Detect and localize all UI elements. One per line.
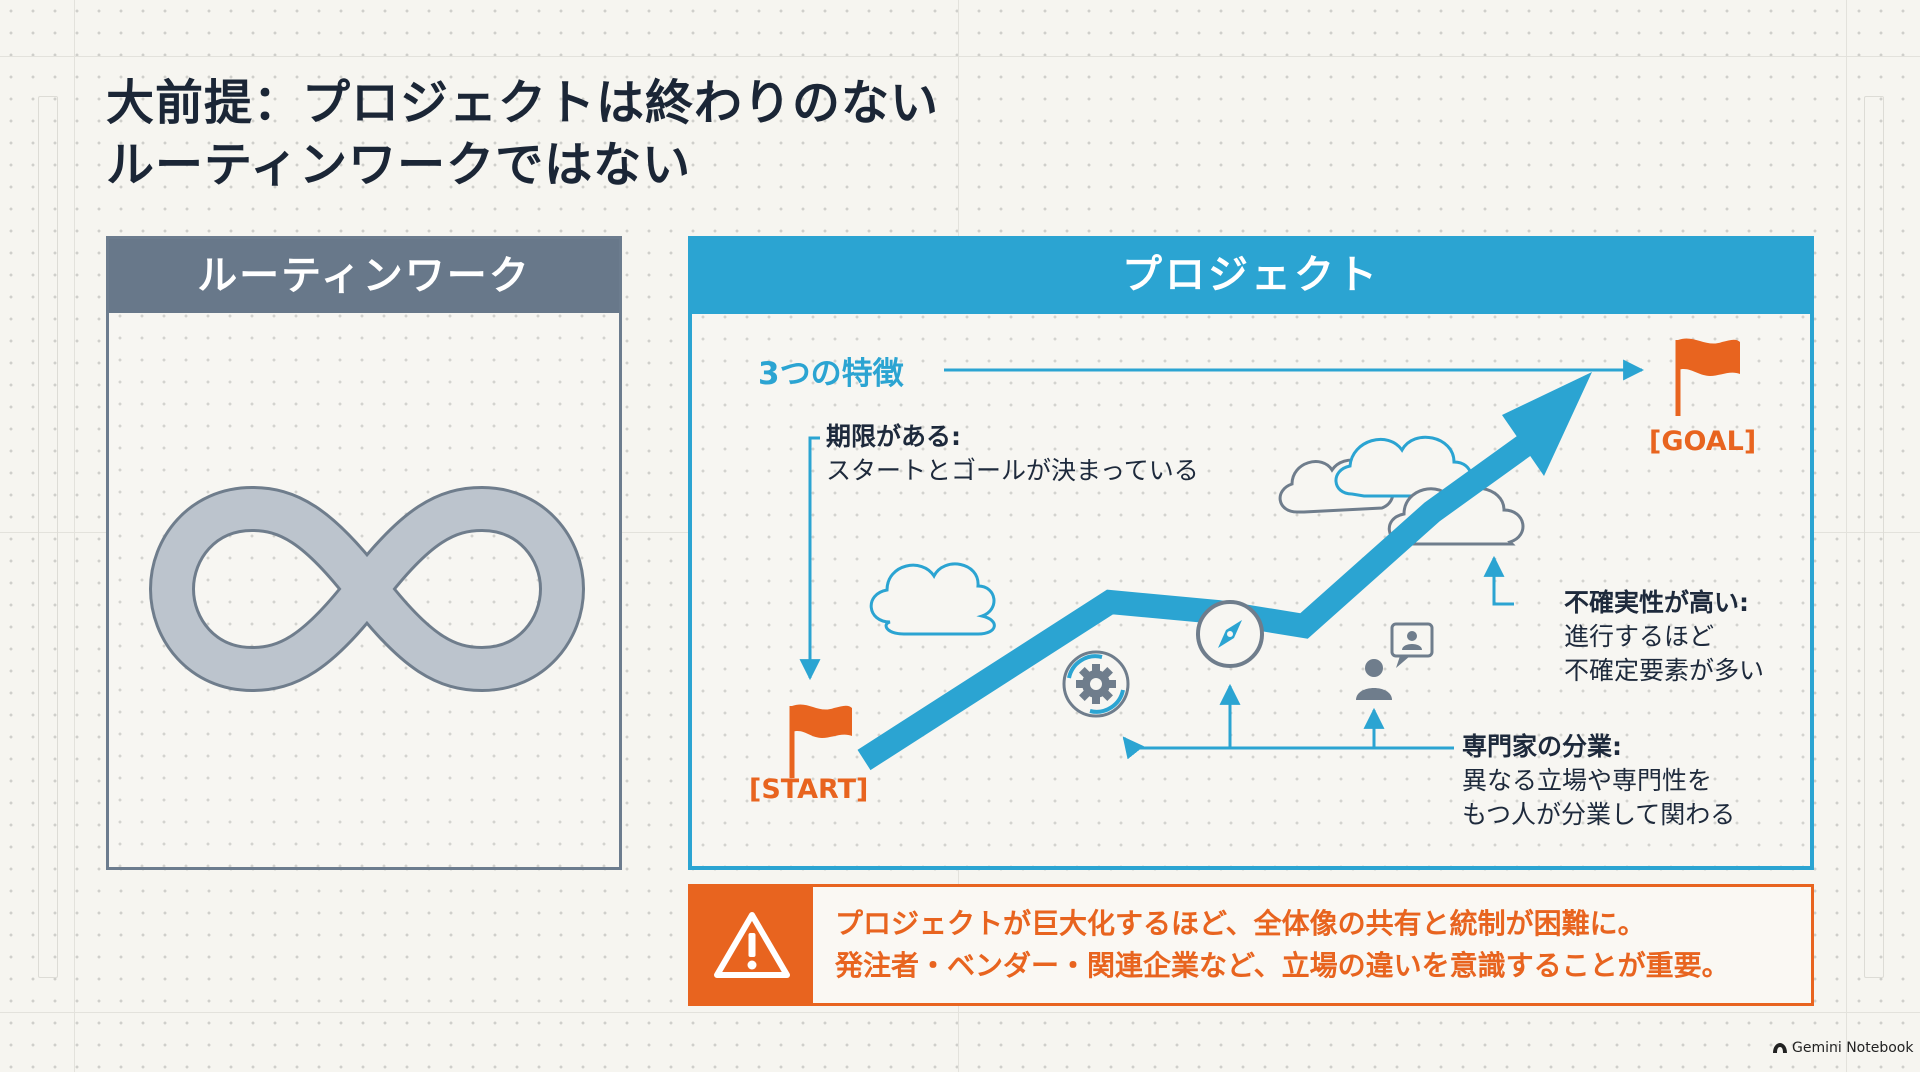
warning-line1: プロジェクトが巨大化するほど、全体像の共有と統制が困難に。	[835, 907, 1646, 940]
page-title-line2: ルーティンワークではない	[106, 137, 692, 193]
specialist-connector	[1122, 736, 1454, 760]
features-label: 3つの特徴	[758, 356, 904, 392]
feature-description: スタートとゴールが決まっている	[826, 456, 1199, 485]
guide-line	[74, 0, 75, 1072]
feature-description: もつ人が分業して関わる	[1462, 800, 1736, 829]
guide-line	[0, 1012, 1920, 1013]
watermark: Gemini Notebook	[1772, 1040, 1913, 1056]
page-title: 大前提：プロジェクトは終わりのない ルーティンワークではない	[106, 72, 939, 196]
side-bracket-right	[1864, 96, 1884, 978]
feature-title: 期限がある:	[826, 422, 961, 451]
deadline-connector	[799, 436, 821, 681]
notebook-logo-icon	[1773, 1043, 1787, 1053]
goal-flag-icon	[1675, 338, 1740, 416]
feature-deadline: 期限がある: スタートとゴールが決まっている	[826, 420, 1199, 488]
page-title-line1: 大前提：プロジェクトは終わりのない	[106, 75, 940, 131]
feature-title: 専門家の分業:	[1462, 732, 1622, 761]
feature-title: 不確実性が高い:	[1564, 588, 1749, 617]
project-diagram	[789, 338, 1740, 778]
routine-header: ルーティンワーク	[109, 239, 619, 313]
feature-description: 進行するほど	[1564, 622, 1715, 651]
feature-specialists: 専門家の分業: 異なる立場や専門性を もつ人が分業して関わる	[1462, 730, 1735, 832]
guide-line	[1846, 0, 1847, 1072]
start-label: [START]	[749, 774, 869, 805]
watermark-text: Gemini Notebook	[1792, 1040, 1914, 1056]
warning-line2: 発注者・ベンダー・関連企業など、立場の違いを意識することが重要。	[835, 949, 1730, 982]
gear-icon	[1062, 650, 1130, 718]
warning-text: プロジェクトが巨大化するほど、全体像の共有と統制が困難に。 発注者・ベンダー・関…	[813, 887, 1730, 1003]
warning-icon-box	[691, 887, 813, 1003]
compass-icon	[1196, 600, 1264, 668]
uncertainty-connector	[1483, 555, 1514, 606]
feature-description: 不確定要素が多い	[1564, 656, 1765, 685]
warning-banner: プロジェクトが巨大化するほど、全体像の共有と統制が困難に。 発注者・ベンダー・関…	[688, 884, 1814, 1006]
routine-panel: ルーティンワーク	[106, 236, 622, 870]
feature-description: 異なる立場や専門性を	[1462, 766, 1713, 795]
start-flag-icon	[789, 704, 852, 778]
feature-uncertainty: 不確実性が高い: 進行するほど 不確定要素が多い	[1564, 586, 1764, 688]
expert-icon	[1356, 622, 1434, 700]
progress-path	[857, 430, 1540, 771]
cloud-icon	[869, 562, 996, 636]
infinity-icon	[149, 486, 585, 692]
warning-icon	[714, 912, 790, 978]
project-header: プロジェクト	[692, 240, 1810, 314]
guide-line	[0, 56, 1920, 57]
project-panel: プロジェクト	[688, 236, 1814, 870]
side-bracket-left	[38, 96, 58, 978]
goal-label: [GOAL]	[1649, 426, 1757, 457]
progress-arrowhead	[1502, 372, 1592, 476]
